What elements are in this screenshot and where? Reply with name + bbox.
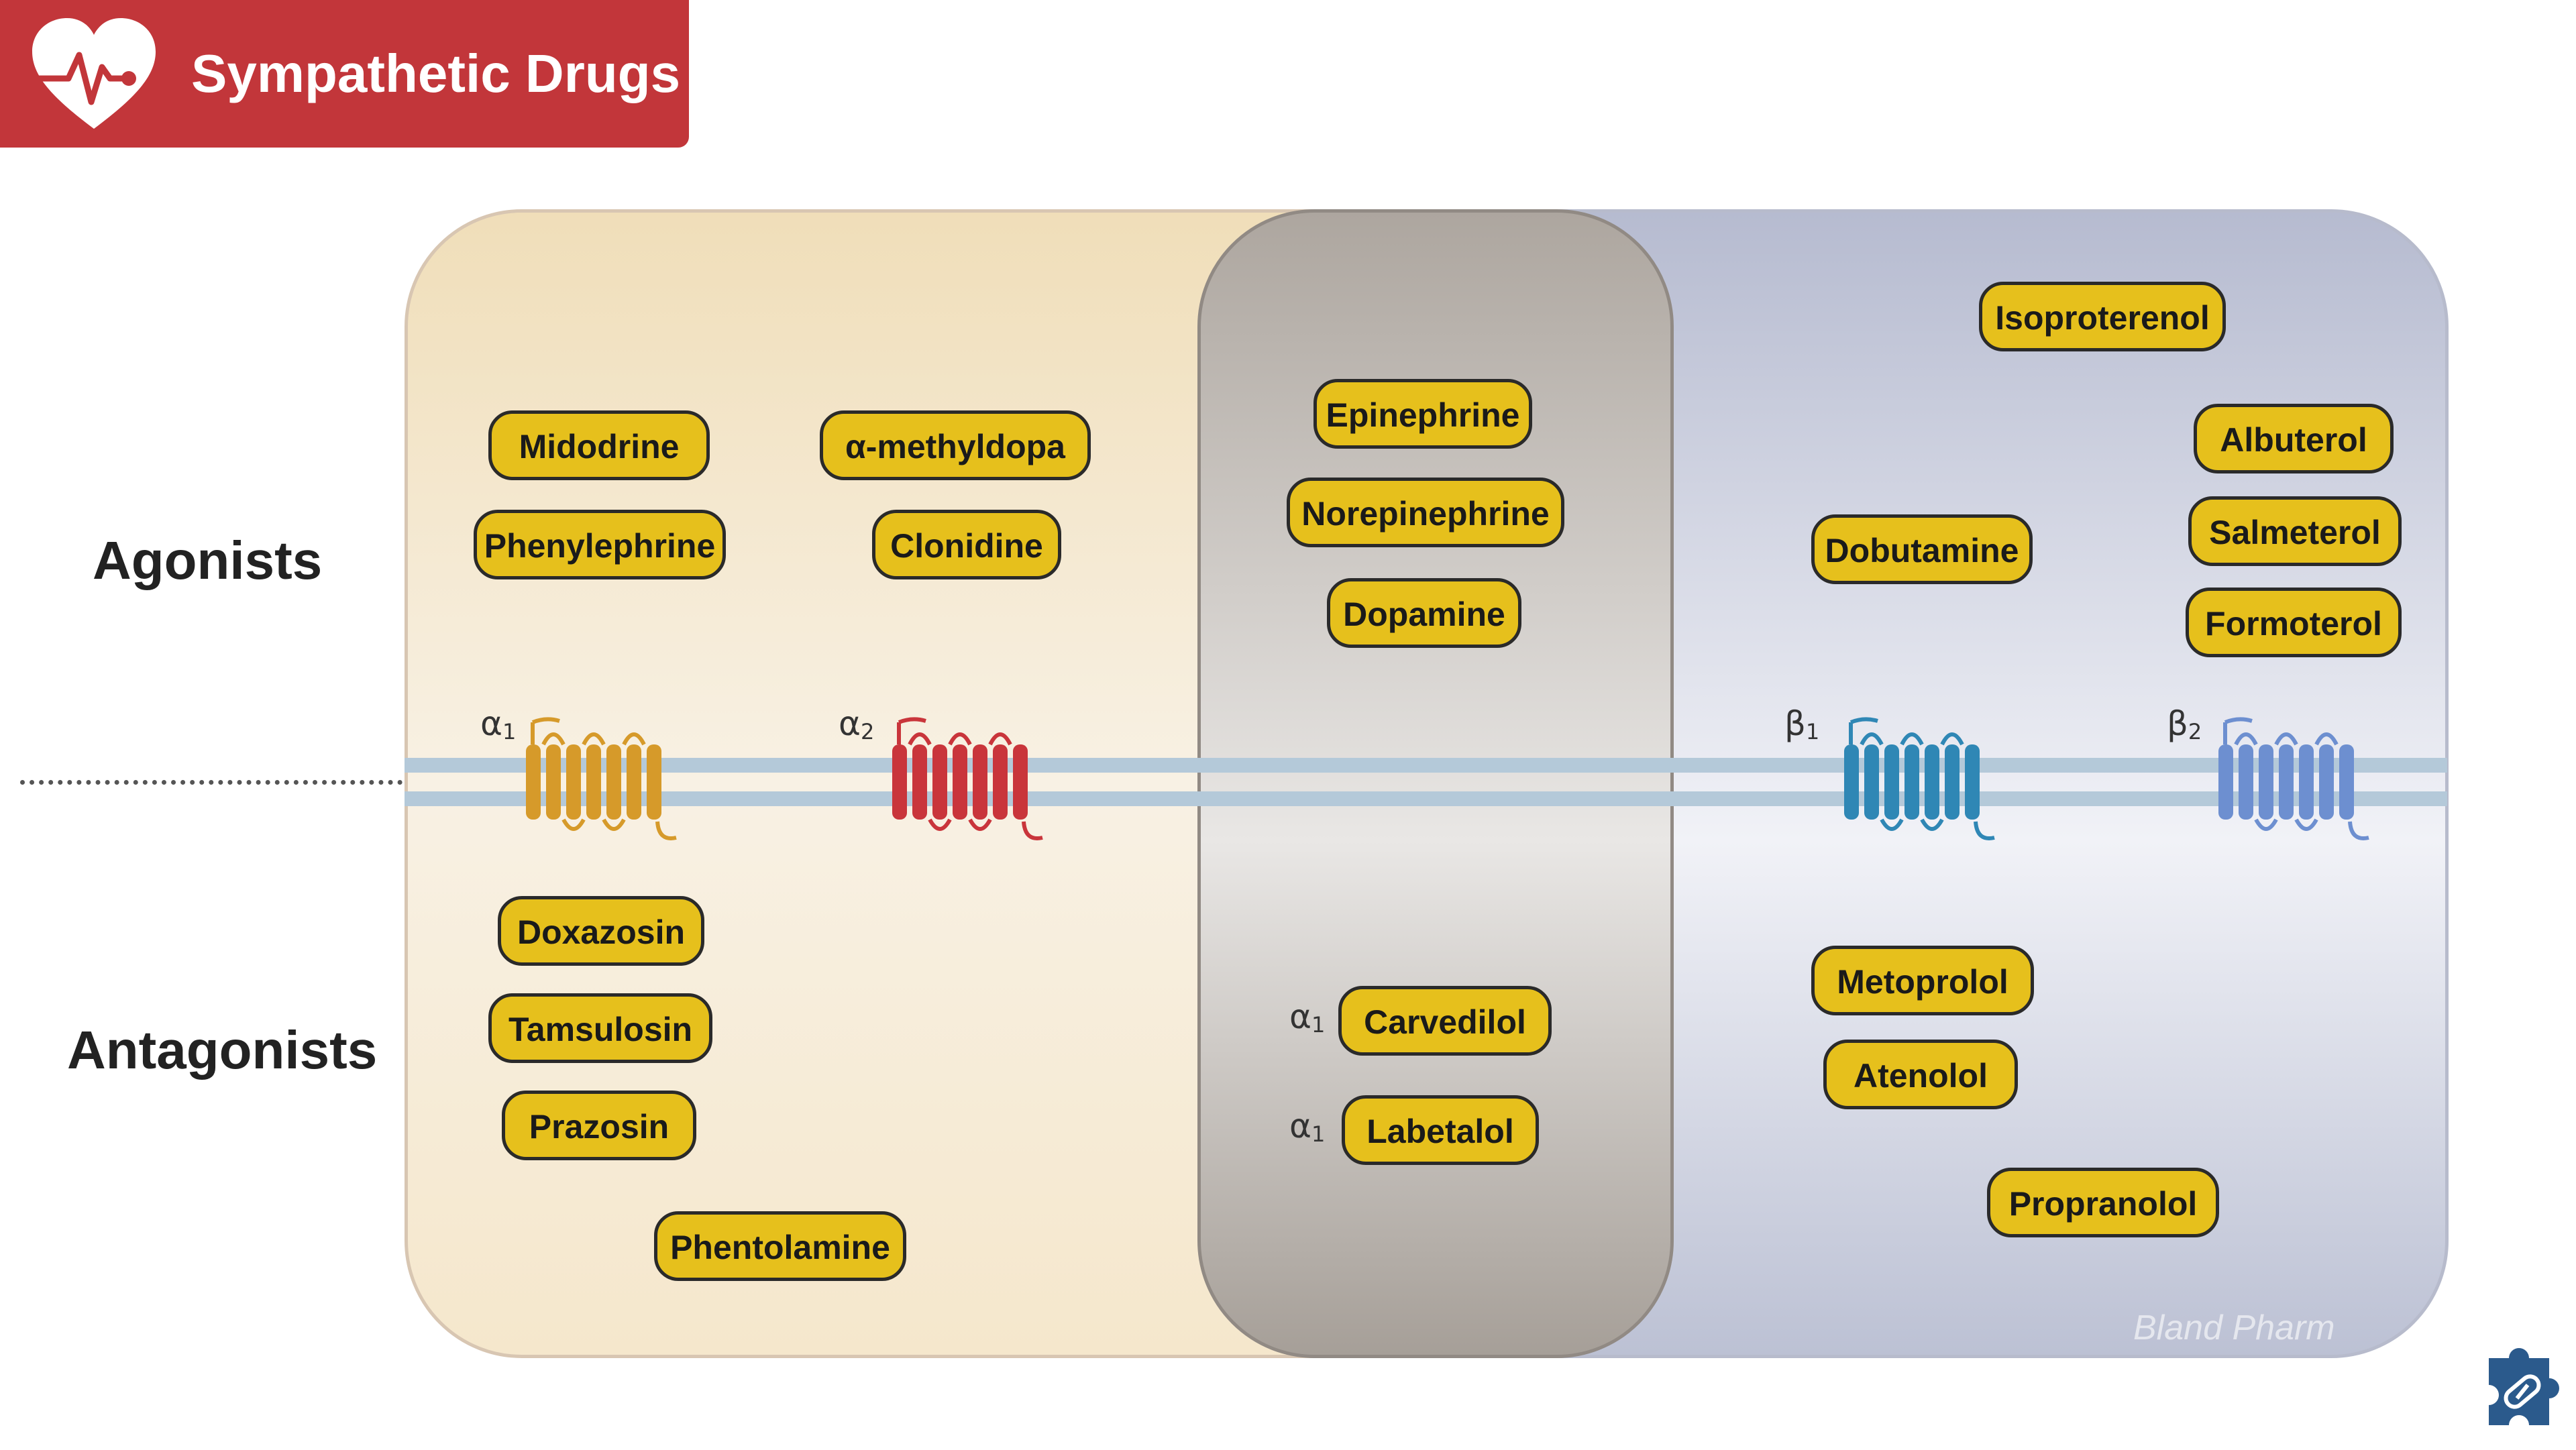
beta1-receptor-icon xyxy=(1844,717,1995,840)
drug-pill-alpha-methyldopa: α-methyldopa xyxy=(820,410,1091,480)
drug-pill-carvedilol: Carvedilol xyxy=(1338,986,1552,1056)
drug-pill-dobutamine: Dobutamine xyxy=(1811,514,2033,584)
membrane-upper xyxy=(405,758,2447,773)
beta1-receptor-label: β1 xyxy=(1784,704,1819,744)
receptor-subscript: 2 xyxy=(2188,719,2202,744)
membrane-dashed-line xyxy=(20,780,402,785)
heart-ecg-icon xyxy=(32,18,156,129)
agonists-label: Agonists xyxy=(93,531,323,590)
drug-pill-metoprolol: Metoprolol xyxy=(1811,946,2034,1015)
drug-pill-labetalol: Labetalol xyxy=(1342,1095,1539,1165)
drug-pill-atenolol: Atenolol xyxy=(1823,1040,2018,1109)
drug-pill-phentolamine: Phentolamine xyxy=(654,1211,906,1281)
beta2-receptor-label: β2 xyxy=(2167,704,2202,744)
labetalol-alpha1-label: α1 xyxy=(1289,1107,1325,1147)
receptor-subscript: 1 xyxy=(1311,1012,1326,1038)
drug-pill-clonidine: Clonidine xyxy=(872,510,1061,579)
receptor-symbol: β xyxy=(2167,704,2188,743)
alpha1-receptor-label: α1 xyxy=(480,704,516,744)
page-title: Sympathetic Drugs xyxy=(191,44,681,103)
drug-pill-dopamine: Dopamine xyxy=(1327,578,1521,648)
drug-pill-norepinephrine: Norepinephrine xyxy=(1287,478,1564,547)
alpha2-receptor-icon xyxy=(892,717,1043,840)
title-banner: Sympathetic Drugs xyxy=(0,0,689,148)
receptor-subscript: 1 xyxy=(1805,719,1820,744)
carvedilol-alpha1-label: α1 xyxy=(1289,997,1325,1038)
antagonists-label: Antagonists xyxy=(67,1020,378,1080)
drug-pill-phenylephrine: Phenylephrine xyxy=(474,510,726,579)
drug-pill-midodrine: Midodrine xyxy=(488,410,710,480)
puzzle-pill-icon xyxy=(2489,1348,2559,1425)
receptor-symbol: β xyxy=(1784,704,1806,743)
alpha1-receptor-icon xyxy=(526,717,677,840)
drug-pill-salmeterol: Salmeterol xyxy=(2188,496,2402,566)
receptor-symbol: α xyxy=(1289,997,1311,1036)
drug-pill-formoterol: Formoterol xyxy=(2186,588,2402,657)
drug-pill-doxazosin: Doxazosin xyxy=(498,896,704,966)
receptor-symbol: α xyxy=(480,704,502,743)
drug-pill-tamsulosin: Tamsulosin xyxy=(488,993,712,1063)
receptor-subscript: 2 xyxy=(860,719,875,744)
beta2-receptor-icon xyxy=(2218,717,2369,840)
drug-pill-albuterol: Albuterol xyxy=(2194,404,2394,473)
receptor-subscript: 1 xyxy=(502,719,517,744)
alpha2-receptor-label: α2 xyxy=(839,704,874,744)
receptor-subscript: 1 xyxy=(1311,1121,1326,1147)
watermark: Bland Pharm xyxy=(2133,1308,2335,1347)
drug-pill-prazosin: Prazosin xyxy=(502,1091,696,1160)
drug-pill-epinephrine: Epinephrine xyxy=(1313,379,1532,449)
receptor-symbol: α xyxy=(1289,1107,1311,1146)
receptor-symbol: α xyxy=(839,704,861,743)
drug-pill-propranolol: Propranolol xyxy=(1987,1168,2219,1237)
membrane-lower xyxy=(405,791,2447,806)
drug-pill-isoproterenol: Isoproterenol xyxy=(1979,282,2226,351)
